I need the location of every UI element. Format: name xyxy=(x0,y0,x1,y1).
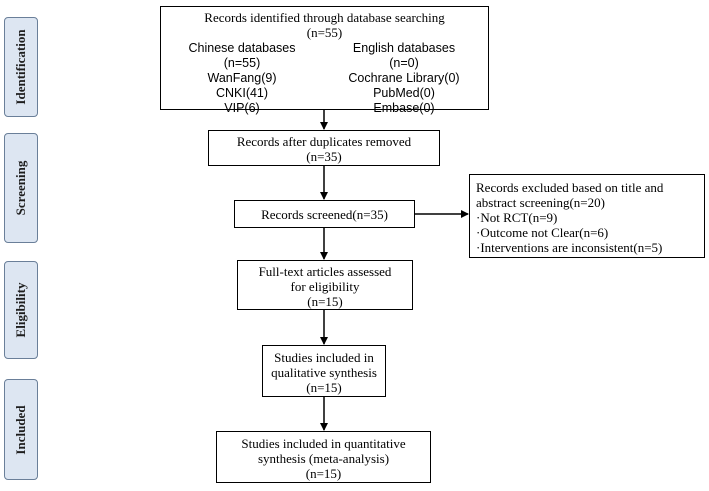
identification-total: (n=55) xyxy=(306,25,343,40)
phase-included: Included xyxy=(4,379,38,480)
box-line: (n=15) xyxy=(305,466,342,481)
chinese-databases-column: Chinese databases (n=55) WanFang(9) CNKI… xyxy=(161,41,323,116)
phase-eligibility: Eligibility xyxy=(4,261,38,359)
box-line: for eligibility xyxy=(290,279,360,294)
box-line: abstract screening(n=20) xyxy=(476,195,605,210)
box-line: qualitative synthesis xyxy=(271,365,377,380)
box-line: Records after duplicates removed xyxy=(236,134,412,149)
box-line: ·Not RCT(n=9) xyxy=(476,210,558,225)
english-line: English databases xyxy=(352,41,456,55)
english-line: PubMed(0) xyxy=(373,86,435,100)
records-excluded-box: Records excluded based on title and abst… xyxy=(469,174,705,258)
box-line: (n=15) xyxy=(306,380,342,395)
chinese-line: VIP(6) xyxy=(224,101,260,115)
english-databases-column: English databases (n=0) Cochrane Library… xyxy=(321,41,487,116)
chinese-line: WanFang(9) xyxy=(207,71,277,85)
records-screened-box: Records screened(n=35) xyxy=(234,200,415,228)
box-line: Records screened(n=35) xyxy=(261,207,388,222)
english-line: Cochrane Library(0) xyxy=(348,71,460,85)
phase-identification: Identification xyxy=(4,17,38,117)
chinese-line: CNKI(41) xyxy=(215,86,269,100)
full-text-assessed-box: Full-text articles assessed for eligibil… xyxy=(237,260,413,310)
identification-box: Records identified through database sear… xyxy=(160,6,489,115)
quantitative-synthesis-box: Studies included in quantitative synthes… xyxy=(216,431,431,483)
box-line: Studies included in quantitative xyxy=(241,436,406,451)
box-line: (n=15) xyxy=(307,294,343,309)
box-line: ·Interventions are inconsistent(n=5) xyxy=(476,240,663,255)
box-line: Records excluded based on title and xyxy=(476,180,664,195)
chinese-line: (n=55) xyxy=(223,56,261,70)
box-line: Full-text articles assessed xyxy=(258,264,392,279)
box-line: (n=35) xyxy=(306,149,342,164)
box-line: Studies included in xyxy=(274,350,374,365)
qualitative-synthesis-box: Studies included in qualitative synthesi… xyxy=(262,345,386,397)
box-line: synthesis (meta-analysis) xyxy=(257,451,390,466)
english-line: Embase(0) xyxy=(373,101,435,115)
duplicates-removed-box: Records after duplicates removed (n=35) xyxy=(208,130,440,166)
phase-screening: Screening xyxy=(4,133,38,243)
english-line: (n=0) xyxy=(389,56,419,70)
identification-title: Records identified through database sear… xyxy=(204,10,445,25)
chinese-line: Chinese databases xyxy=(188,41,296,55)
box-line: ·Outcome not Clear(n=6) xyxy=(476,225,609,240)
